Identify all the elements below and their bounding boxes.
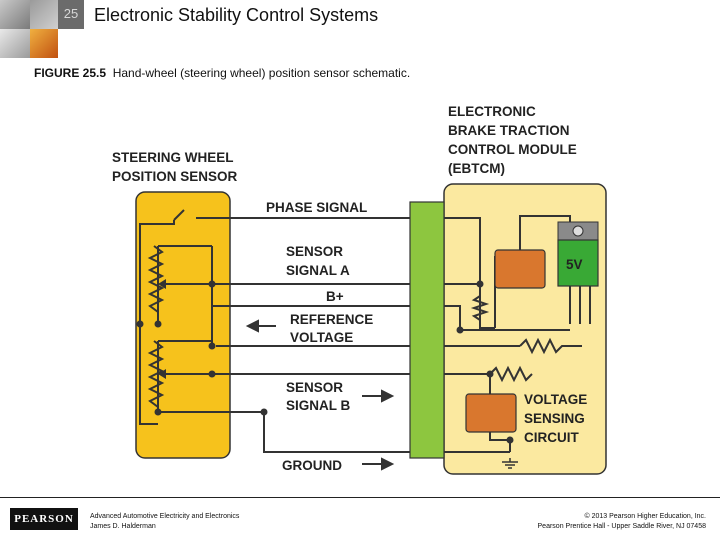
sensor-signal-b-label-line1: SENSOR	[286, 380, 343, 395]
junction-dots	[136, 280, 514, 444]
5v-regulator	[557, 239, 599, 287]
phase-signal-wire	[173, 209, 410, 221]
sensor-potentiometer-a	[147, 245, 165, 313]
voltage-sensing-label-line2: SENSING	[524, 411, 585, 426]
thumbnail-image-1	[0, 0, 30, 29]
signal-processor-chip	[494, 249, 546, 289]
b-plus-label: B+	[326, 289, 344, 304]
ground-label: GROUND	[282, 458, 342, 473]
module-title-line2: BRAKE TRACTION	[448, 123, 570, 138]
sensor-signal-b-label-line2: SIGNAL B	[286, 398, 351, 413]
sensor-schematic-diagram: ELECTRONIC BRAKE TRACTION CONTROL MODULE…	[112, 104, 607, 475]
wiper-arrow-a	[158, 279, 166, 289]
sensor-signal-a-label-line2: SIGNAL A	[286, 263, 350, 278]
slide-title: Electronic Stability Control Systems	[94, 5, 379, 25]
reference-voltage-label-line1: REFERENCE	[290, 312, 373, 327]
figure-caption: FIGURE 25.5 Hand-wheel (steering wheel) …	[34, 66, 410, 80]
sensor-title-line1: STEERING WHEEL	[112, 150, 234, 165]
footer-book-title: Advanced Automotive Electricity and Elec…	[90, 513, 240, 520]
thumbnail-image-2	[0, 29, 30, 58]
footer-publisher: Pearson Prentice Hall - Upper Saddle Riv…	[537, 523, 706, 530]
ground-arrow-icon	[381, 457, 395, 471]
thumbnail-image-4	[30, 29, 58, 58]
reference-voltage-label-line2: VOLTAGE	[290, 330, 353, 345]
footer-copyright: © 2013 Pearson Higher Education, Inc.	[584, 513, 706, 520]
voltage-sensing-label-line3: CIRCUIT	[524, 430, 579, 445]
module-resistor-3	[470, 295, 490, 321]
footer-book-info: Advanced Automotive Electricity and Elec…	[90, 512, 239, 532]
sensor-signal-a-label-line1: SENSOR	[286, 244, 343, 259]
figure-caption-text: Hand-wheel (steering wheel) position sen…	[112, 66, 411, 80]
voltage-sensing-chip	[465, 393, 517, 433]
module-title-line4: (EBTCM)	[448, 161, 505, 176]
footer-divider	[0, 497, 720, 498]
signal-direction-arrows	[245, 319, 395, 471]
slide-header: 25 Electronic Stability Control Systems	[0, 0, 720, 58]
figure-label: FIGURE 25.5	[34, 66, 107, 80]
sensor-signal-b-arrow-icon	[381, 389, 395, 403]
footer-author: James D. Halderman	[90, 523, 156, 530]
module-title-line3: CONTROL MODULE	[448, 142, 577, 157]
sensor-title-line2: POSITION SENSOR	[112, 169, 238, 184]
footer-publisher-info: © 2013 Pearson Higher Education, Inc. Pe…	[538, 512, 706, 532]
voltage-sensing-label-line1: VOLTAGE	[524, 392, 587, 407]
regulator-label: 5V	[566, 257, 583, 272]
ground-wire	[158, 411, 410, 453]
thumbnail-image-3	[30, 0, 58, 29]
phase-signal-label: PHASE SIGNAL	[266, 200, 367, 215]
pearson-logo: PEARSON	[10, 508, 78, 530]
reference-voltage-arrow-icon	[245, 319, 259, 333]
ground-symbol-icon	[502, 458, 518, 469]
sensor-potentiometer-b	[147, 340, 165, 408]
chapter-number-badge: 25	[58, 0, 84, 29]
wiring-connector	[409, 201, 445, 459]
steering-wheel-sensor-box	[135, 191, 231, 459]
module-title-line1: ELECTRONIC	[448, 104, 536, 119]
module-resistor-1	[519, 337, 582, 355]
wiper-arrow-b	[158, 369, 166, 379]
header-thumbnails	[0, 0, 58, 58]
regulator-mount-hole	[572, 225, 584, 237]
module-resistor-2	[489, 365, 533, 383]
